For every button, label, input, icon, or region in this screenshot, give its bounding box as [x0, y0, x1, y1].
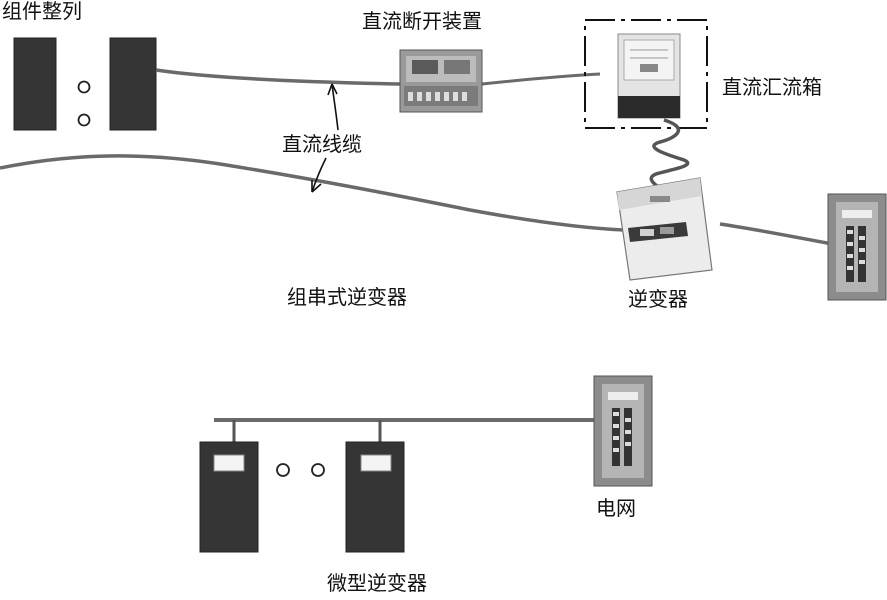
label-micro-inverter-system: 微型逆变器 [327, 571, 427, 595]
string-inverter-device [616, 177, 713, 281]
ellipsis-dot-1 [77, 80, 91, 94]
ellipsis-dot-3 [276, 463, 290, 477]
label-dc-combiner: 直流汇流箱 [722, 75, 822, 99]
coiled-cable [649, 118, 690, 190]
pv-module-right [109, 37, 157, 131]
label-dc-cable: 直流线缆 [282, 132, 362, 156]
micro-inverter-module-right [345, 441, 405, 553]
micro-inverter-module-left [199, 441, 259, 553]
label-inverter: 逆变器 [628, 287, 688, 311]
dc-cable-segment-2 [481, 72, 601, 86]
dc-cable-segment-1 [155, 68, 401, 86]
pv-module-left [13, 37, 57, 131]
dc-cable-arrow-down [311, 157, 327, 193]
dc-disconnect-device [399, 49, 483, 113]
label-grid: 电网 [596, 496, 636, 520]
label-string-inverter-system: 组串式逆变器 [287, 285, 407, 309]
ellipsis-dot-2 [77, 113, 91, 127]
dc-combiner-box [617, 33, 681, 119]
combiner-frame [584, 19, 708, 129]
grid-panel-top [827, 193, 887, 301]
label-module-array: 组件整列 [2, 0, 82, 23]
dc-cable-arrow-up [327, 83, 339, 131]
grid-panel-bottom [593, 375, 653, 487]
ellipsis-dot-4 [311, 463, 325, 477]
dc-cable-long [0, 154, 625, 232]
label-dc-disconnect: 直流断开装置 [362, 9, 482, 33]
ac-cable-top [719, 222, 833, 246]
